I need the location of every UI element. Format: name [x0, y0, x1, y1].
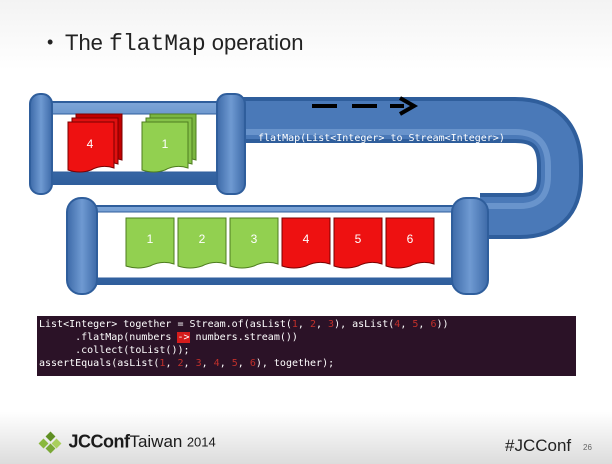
lambda-arrow: -> — [177, 332, 190, 343]
input-card-label: 4 — [87, 137, 94, 151]
logo-year-text: 2014 — [186, 434, 216, 450]
output-card-label: 5 — [355, 232, 362, 246]
jcconf-logo-icon — [38, 431, 62, 454]
header-band — [0, 0, 612, 70]
output-card-label: 6 — [407, 232, 414, 246]
input-card-stack-red: 4 — [67, 113, 123, 173]
output-card: 2 — [177, 217, 227, 269]
output-card: 5 — [333, 217, 383, 269]
output-card-label: 2 — [199, 232, 206, 246]
code-line-4: assertEquals(asList(1, 2, 3, 4, 5, 6), t… — [39, 358, 335, 369]
title-prefix: The — [65, 30, 110, 55]
hashtag: #JCConf — [505, 436, 572, 455]
flatmap-pipeline-diagram: flatMap(List<Integer> to Stream<Integer>… — [29, 93, 583, 295]
output-card-label: 3 — [251, 232, 258, 246]
output-card: 4 — [281, 217, 331, 269]
input-pipe — [29, 93, 246, 195]
title-suffix: operation — [205, 30, 304, 55]
output-card-label: 4 — [303, 232, 310, 246]
jcconf-logo: JCConfTaiwan 2014 — [38, 430, 216, 456]
output-card: 3 — [229, 217, 279, 269]
input-pipe-right-flange — [216, 93, 246, 195]
output-card: 6 — [385, 217, 435, 269]
page-number: 26 — [583, 443, 592, 452]
direction-arrow-icon — [312, 96, 419, 116]
title-code: flatMap — [109, 31, 206, 57]
input-card-stack-green: 1 — [141, 113, 197, 173]
output-pipe-right-flange — [451, 197, 489, 295]
slide-title: • The flatMap operation — [47, 30, 304, 57]
code-line-1: List<Integer> together = Stream.of(asLis… — [39, 319, 449, 330]
code-line-2: .flatMap(numbers -> numbers.stream()) — [39, 332, 298, 343]
input-pipe-left-flange — [29, 93, 53, 195]
pipe-bend — [240, 97, 583, 239]
output-card-label: 1 — [147, 232, 154, 246]
output-card: 1 — [125, 217, 175, 269]
logo-region-text: Taiwan — [129, 432, 183, 451]
bullet-icon: • — [47, 32, 54, 52]
footer-band — [0, 412, 612, 464]
input-card-label: 1 — [162, 137, 169, 151]
output-pipe-left-flange — [66, 197, 98, 295]
logo-main-text: JCConf — [68, 431, 130, 452]
pipe-label: flatMap(List<Integer> to Stream<Integer>… — [258, 133, 505, 144]
code-line-3: .collect(toList()); — [39, 345, 190, 356]
code-snippet: List<Integer> together = Stream.of(asLis… — [37, 316, 576, 376]
